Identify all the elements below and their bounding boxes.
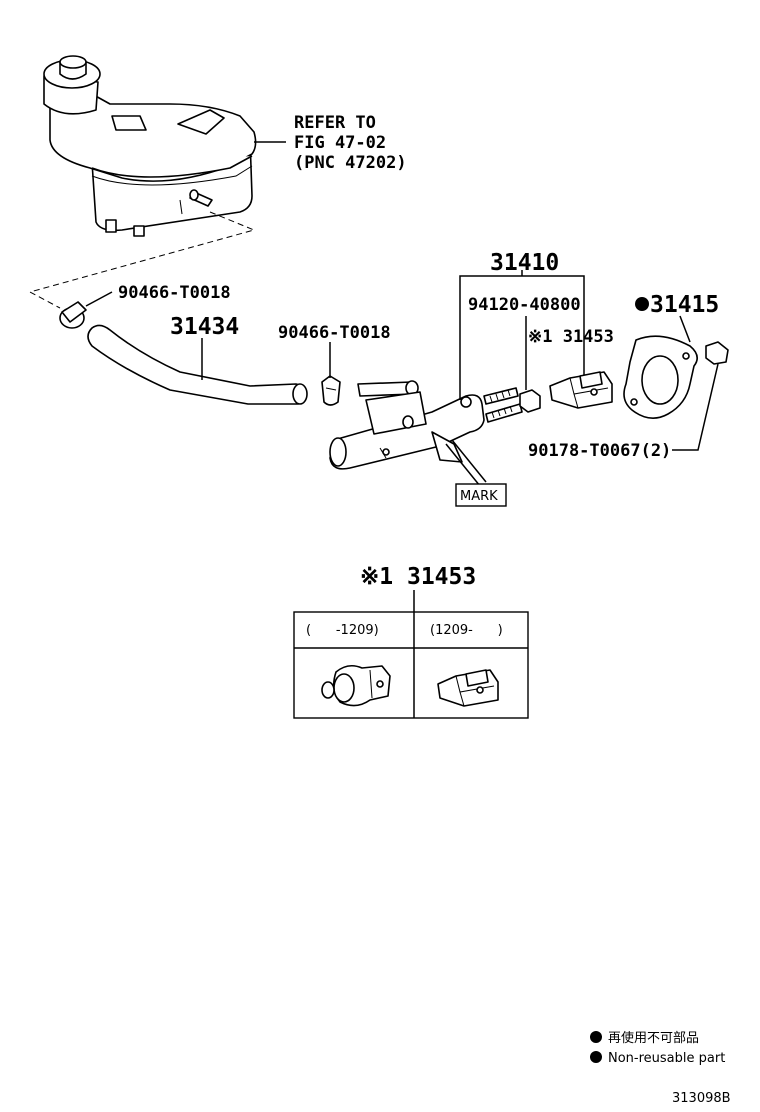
clamp-right-drawing	[321, 375, 341, 406]
refer-label-line1: REFER TO	[294, 113, 376, 133]
gasket-label: 31415	[650, 292, 719, 318]
clamp-right-label: 90466-T0018	[278, 323, 391, 343]
mark-box	[455, 483, 507, 507]
nut-label: 94120-40800	[468, 295, 581, 315]
refer-label-line2: FIG 47-02	[294, 133, 386, 153]
legend-line1: 再使用不可部品	[608, 1030, 699, 1046]
clevis-label: ※1 31453	[528, 327, 614, 347]
gasket-drawing	[623, 335, 698, 419]
non-reusable-dot-icon	[635, 297, 649, 311]
legend-line2: Non-reusable part	[608, 1051, 725, 1066]
master-cylinder-label: 31410	[490, 250, 559, 276]
mark-leader	[445, 443, 481, 487]
inset-title: ※1 31453	[360, 564, 476, 590]
clamp-left-label: 90466-T0018	[118, 283, 231, 303]
inset-col2-header: (1209- )	[430, 623, 503, 638]
nut-drawing	[519, 389, 541, 413]
legend-dot-icon-1	[590, 1031, 602, 1043]
gasket-leader	[679, 315, 691, 343]
clevis-new-type-drawing	[437, 669, 499, 707]
clamp-left-leader	[85, 291, 113, 307]
clevis-old-type-drawing	[321, 664, 391, 707]
clamp-left-drawing	[59, 301, 87, 329]
bolt-drawing	[705, 341, 729, 365]
bolt-leader	[672, 363, 719, 451]
refer-label-line3: (PNC 47202)	[294, 153, 407, 173]
mark-label: MARK	[460, 489, 498, 504]
hose-drawing	[87, 324, 308, 405]
master-cylinder-drawing	[329, 380, 523, 470]
hose-label: 31434	[170, 314, 239, 340]
inset-col1-header: ( -1209)	[306, 623, 379, 638]
bolt-label: 90178-T0067(2)	[528, 441, 671, 461]
legend-dot-icon-2	[590, 1051, 602, 1063]
reservoir-tank-drawing	[43, 55, 257, 237]
dashed-connection-line	[28, 211, 256, 309]
clevis-drawing	[549, 371, 613, 409]
figure-number: 313098B	[672, 1091, 731, 1106]
